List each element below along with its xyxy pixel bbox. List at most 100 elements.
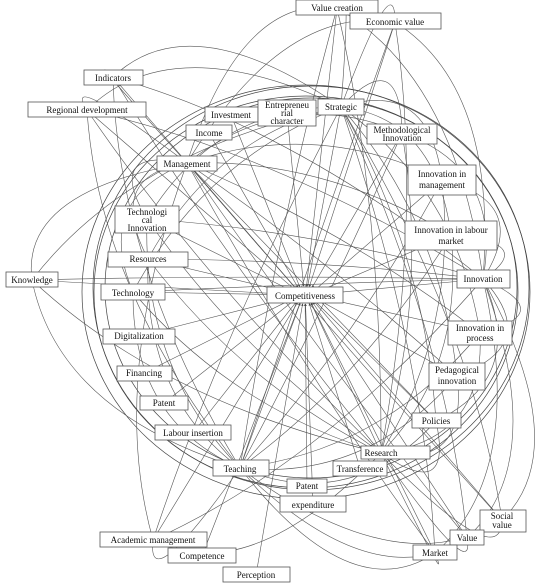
edge-strategic-to-value-creation bbox=[336, 0, 347, 108]
node-competence: Competence bbox=[167, 547, 237, 564]
node-label: Digitalization bbox=[114, 331, 164, 341]
edge-research-to-policies bbox=[380, 420, 440, 473]
node-competitiveness: Competitiveness bbox=[266, 286, 344, 304]
node-policies: Policies bbox=[411, 412, 462, 429]
edge-competence-to-center bbox=[201, 302, 301, 557]
edge-innovation-to-policies bbox=[435, 278, 498, 422]
edge-management-to-innovation-in-labour-market bbox=[186, 162, 452, 236]
node-label: cal bbox=[142, 215, 153, 225]
edge-patent-bottom-to-center bbox=[303, 303, 308, 487]
edge-patent-left-to-center bbox=[163, 300, 295, 404]
node-perception: Perception bbox=[222, 566, 291, 583]
node-label: Innovation bbox=[128, 223, 167, 233]
node-label: character bbox=[271, 116, 304, 126]
edge-research-to-innovation-in-process bbox=[380, 332, 482, 454]
edge-methodological-innovation-to-center bbox=[311, 132, 403, 288]
node-label: Transference bbox=[337, 464, 384, 474]
edge-strategic-to-indicators bbox=[112, 45, 342, 108]
node-academic-management: Academic management bbox=[99, 531, 208, 548]
node-label: rial bbox=[281, 108, 293, 118]
node-label: Innovation in bbox=[456, 323, 505, 333]
node-label: Perception bbox=[237, 570, 276, 580]
edge-teaching-to-economic-value bbox=[239, 21, 396, 469]
edge-investment-to-center bbox=[230, 114, 301, 288]
node-label: Knowledge bbox=[11, 275, 53, 285]
edge-teaching-to-value-creation bbox=[239, 7, 338, 469]
node-knowledge: Knowledge bbox=[5, 271, 59, 288]
node-technological-innovation: Technologi cal Innovation bbox=[114, 205, 180, 234]
node-label: innovation bbox=[438, 376, 477, 386]
edge-market-to-center bbox=[311, 302, 436, 554]
node-teaching: Teaching bbox=[212, 459, 270, 477]
node-label: Strategic bbox=[325, 102, 357, 112]
node-innovation: Innovation bbox=[456, 269, 511, 289]
edge-innovation-to-academic-management bbox=[152, 278, 484, 541]
edge-management-to-value bbox=[186, 162, 468, 539]
edge-research-to-knowledge bbox=[31, 279, 382, 454]
edge-research-to-indicators bbox=[112, 76, 382, 454]
edge-management-to-social-value bbox=[186, 162, 503, 521]
node-label: Academic management bbox=[111, 535, 196, 545]
edge-management-to-market bbox=[186, 162, 436, 554]
node-label: value bbox=[492, 520, 512, 530]
edge-innovation-to-technology bbox=[132, 278, 484, 294]
node-investment: Investment bbox=[204, 106, 259, 123]
node-label: Teaching bbox=[224, 464, 257, 474]
node-label: Entrepreneu bbox=[265, 100, 309, 110]
node-strategic: Strategic bbox=[317, 98, 365, 116]
node-label: Market bbox=[422, 548, 448, 558]
node-research: Research bbox=[360, 445, 431, 460]
edge-research-to-center bbox=[310, 302, 382, 454]
edge-innovation-to-knowledge bbox=[31, 276, 484, 282]
node-label: Policies bbox=[422, 416, 451, 426]
node-label: Value bbox=[457, 533, 478, 543]
node-management: Management bbox=[156, 155, 218, 172]
edge-research-to-innovation-in-labour-market bbox=[380, 234, 454, 454]
edge-research-to-value-creation bbox=[336, 7, 382, 454]
node-label: Patent bbox=[153, 398, 176, 408]
node-label: Value creation bbox=[311, 3, 363, 13]
node-label: Indicators bbox=[95, 73, 131, 83]
edge-management-to-innovation-in-management bbox=[186, 143, 443, 181]
node-label: Competence bbox=[180, 551, 225, 561]
node-label: management bbox=[419, 180, 465, 190]
edge-research-to-resources bbox=[147, 258, 382, 454]
node-label: Innovation in bbox=[418, 169, 467, 179]
edge-policies-to-center bbox=[314, 300, 437, 422]
node-transference: Transference bbox=[332, 460, 388, 477]
edge-research-to-innovation-in-management bbox=[380, 179, 446, 454]
node-innovation-in-process: Innovation in process bbox=[447, 320, 513, 346]
node-label: expenditure bbox=[292, 500, 334, 510]
node-indicators: Indicators bbox=[83, 69, 144, 86]
node-entrepreneurial-character: Entrepreneu rial character bbox=[257, 99, 317, 127]
node-label: Social bbox=[491, 511, 514, 521]
node-expenditure: expenditure bbox=[279, 495, 347, 513]
edge-management-to-innovation-in-process bbox=[186, 162, 481, 334]
edge-entrepreneurial-character-to-center bbox=[286, 112, 305, 287]
node-pedagogical-innovation: Pedagogical innovation bbox=[428, 362, 486, 391]
edge-teaching-to-knowledge bbox=[31, 279, 241, 469]
node-label: Innovation in labour bbox=[414, 225, 488, 235]
edge-research-to-technology bbox=[132, 291, 382, 454]
edge-strategic-to-center bbox=[306, 106, 342, 287]
edge-strategic-to-academic-management bbox=[152, 106, 342, 541]
edge-teaching-to-center bbox=[239, 303, 301, 469]
edge-innovation-in-management-to-center bbox=[315, 179, 443, 290]
edge-economic-value-to-center bbox=[308, 21, 396, 287]
edge-perception-to-center bbox=[255, 303, 304, 576]
edge-strategic-to-methodological-innovation bbox=[340, 80, 404, 134]
node-financing: Financing bbox=[116, 365, 173, 382]
node-label: Regional development bbox=[46, 105, 128, 115]
center-label: Competitiveness bbox=[275, 291, 335, 301]
node-social-value: Social value bbox=[479, 509, 527, 533]
edge-teaching-to-innovation-in-labour-market bbox=[239, 234, 452, 469]
node-label: Pedagogical bbox=[435, 365, 479, 375]
node-label: process bbox=[467, 333, 494, 343]
edge-teaching-to-innovation-in-process bbox=[239, 332, 481, 469]
edge-innovation-to-resources bbox=[147, 257, 484, 280]
edge-labour-insertion-to-center bbox=[192, 301, 297, 434]
edge-teaching-to-pedagogical-innovation bbox=[239, 375, 458, 470]
node-patent-bottom: Patent bbox=[286, 478, 328, 494]
edge-strategic-to-value bbox=[340, 106, 468, 539]
node-label: Income bbox=[196, 128, 223, 138]
